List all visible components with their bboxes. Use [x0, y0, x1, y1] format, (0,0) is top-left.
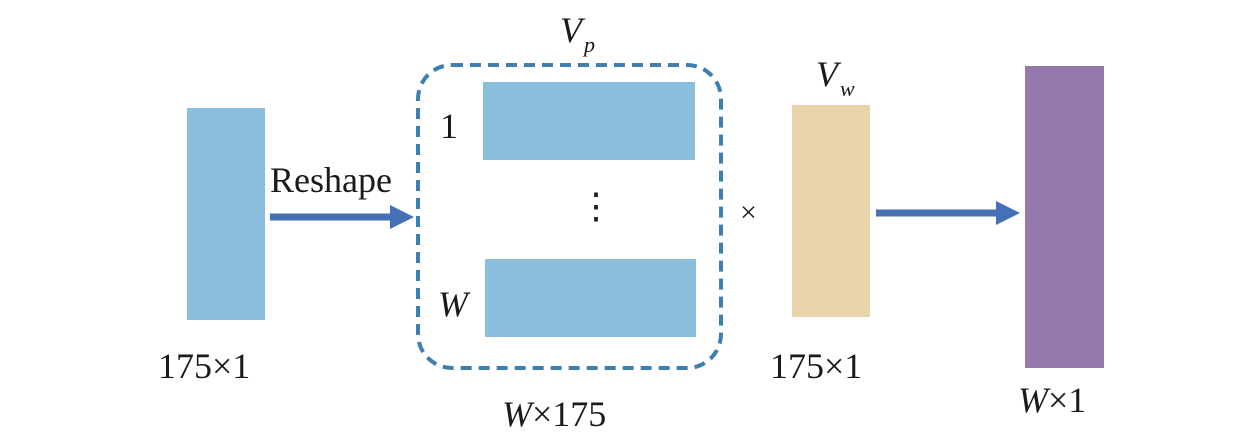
- multiply-symbol: ×: [740, 196, 757, 229]
- reshape-label: Reshape: [270, 160, 392, 200]
- vw-label: Vw: [816, 56, 855, 100]
- row-first-label: 1: [440, 106, 458, 146]
- output-vector-block: [1025, 66, 1104, 368]
- matrix-row-first: [483, 82, 695, 160]
- weight-vector-block: [792, 105, 870, 317]
- reshape-arrow: [270, 205, 414, 229]
- output-dim-label: W×1: [1018, 382, 1086, 418]
- input-dim-label: 175×1: [158, 346, 251, 386]
- vp-label-main: V: [560, 10, 582, 50]
- vp-label: Vp: [560, 12, 595, 56]
- matrix-dim-rest: ×175: [532, 394, 607, 434]
- output-arrow: [876, 201, 1020, 225]
- vw-label-sub: w: [840, 76, 855, 101]
- input-vector-block: [187, 108, 265, 320]
- matrix-dim-var: W: [502, 394, 532, 434]
- vertical-ellipsis: ⋮: [578, 186, 614, 226]
- weight-dim-label: 175×1: [770, 346, 863, 386]
- vw-label-main: V: [816, 54, 838, 94]
- output-dim-var: W: [1018, 380, 1048, 420]
- matrix-dim-label: W×175: [502, 396, 606, 432]
- output-dim-rest: ×1: [1048, 380, 1087, 420]
- vp-label-sub: p: [584, 32, 595, 57]
- matrix-row-last: [485, 259, 696, 337]
- row-last-label: W: [438, 284, 468, 324]
- matrix-dashed-frame: [416, 63, 723, 370]
